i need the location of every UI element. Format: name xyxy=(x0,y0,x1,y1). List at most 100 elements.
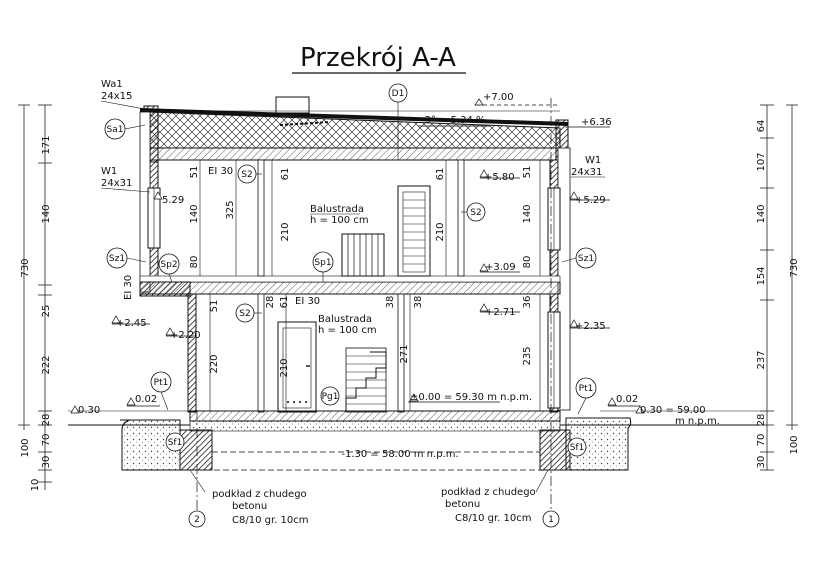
tag-bubbles xyxy=(104,83,597,457)
balustrade-upper-height: h = 100 cm xyxy=(310,215,369,226)
dim-61-u: 61 xyxy=(280,168,291,181)
dim-right-107: 107 xyxy=(756,152,767,171)
level-245: +2.45 xyxy=(116,318,147,329)
inner-dimension-lines xyxy=(199,160,541,411)
exterior-walls xyxy=(139,111,571,413)
tag-sa1: Sa1 xyxy=(107,125,124,135)
tag-sf1-right: Sf1 xyxy=(570,443,585,453)
podklad-left-line2: betonu xyxy=(232,501,267,512)
w1-left-label: W1 xyxy=(101,166,117,177)
dim-140-ur: 140 xyxy=(522,204,533,223)
dim-235: 235 xyxy=(522,346,533,365)
dim-right-64: 64 xyxy=(756,120,767,133)
dim-left-171: 171 xyxy=(41,135,52,154)
tag-d1: D1 xyxy=(392,89,405,99)
tag-s2-upper-left: S2 xyxy=(241,170,252,180)
left-dimension-values: 171 140 730 25 222 28 70 100 30 10 xyxy=(20,135,52,491)
podklad-right-line3: C8/10 gr. 10cm xyxy=(455,513,531,524)
roof-membrane xyxy=(140,108,568,126)
dim-51-ll: 51 xyxy=(209,300,220,313)
level-030-left: 0.30 xyxy=(78,405,100,416)
w1-left-leader xyxy=(100,187,151,193)
section-title: Przekrój A-A xyxy=(300,43,456,73)
tag-pg1: Pg1 xyxy=(322,392,339,402)
roof-slope-label: 3° = 5.34 % xyxy=(424,115,485,126)
dim-38-b: 38 xyxy=(413,296,424,309)
dim-right-28: 28 xyxy=(756,414,767,427)
balustrade-lower-height: h = 100 cm xyxy=(318,325,377,336)
tag-s2-upper-right: S2 xyxy=(470,208,481,218)
ei30-lower: EI 30 xyxy=(295,296,320,307)
podklad-left-leader xyxy=(189,469,206,493)
level-ridge-text: +7.00 xyxy=(483,92,514,103)
dim-right-140: 140 xyxy=(756,204,767,223)
tag-sp2: Sp2 xyxy=(160,260,177,270)
level-marker-ridge xyxy=(474,98,560,106)
wa1-leader xyxy=(100,100,151,111)
dim-left-10: 10 xyxy=(30,479,41,492)
dim-220: 220 xyxy=(209,354,220,373)
dim-left-730: 730 xyxy=(20,258,31,277)
level-markers xyxy=(70,169,645,414)
dim-38: 38 xyxy=(385,296,396,309)
level-235: +2.35 xyxy=(575,321,606,332)
bubble-sf1-left xyxy=(165,432,185,452)
wa1-size: 24x15 xyxy=(101,91,132,102)
tag-sf1-left: Sf1 xyxy=(168,438,183,448)
podklad-right-line1: podkład z chudego xyxy=(441,487,536,498)
door-lower xyxy=(277,321,317,413)
dim-210-u: 210 xyxy=(280,222,291,241)
dim-80-ul: 80 xyxy=(189,256,200,269)
dim-left-30: 30 xyxy=(41,456,52,469)
dim-325: 325 xyxy=(225,200,236,219)
dim-28: 28 xyxy=(265,296,276,309)
dim-right-730: 730 xyxy=(789,258,800,277)
roof-structure xyxy=(140,96,569,163)
balustrade-lower-label: Balustrada xyxy=(318,314,372,325)
dim-left-70: 70 xyxy=(41,434,52,447)
footing-right xyxy=(539,429,571,471)
tag-sz1-right: Sz1 xyxy=(578,254,594,264)
level-580: +5.80 xyxy=(484,172,515,183)
level-271: +2.71 xyxy=(485,307,516,318)
podklad-left-line1: podkład z chudego xyxy=(212,489,307,500)
roof-ridge-marker xyxy=(279,121,331,126)
level-002-left: 0.02 xyxy=(135,394,157,405)
axis-1-bubble xyxy=(542,510,560,528)
ceiling-slab xyxy=(149,147,561,161)
dim-61-ur: 61 xyxy=(435,168,446,181)
dim-left-25: 25 xyxy=(41,305,52,318)
dim-80-ur: 80 xyxy=(522,256,533,269)
axis-lines xyxy=(196,98,552,512)
tag-pt1-right: Pt1 xyxy=(579,384,594,394)
dim-right-30: 30 xyxy=(756,456,767,469)
dim-right-154: 154 xyxy=(756,266,767,285)
bubble-pg1 xyxy=(320,386,340,406)
dim-right-237: 237 xyxy=(756,350,767,369)
level-foundation: -1.30 = 58.00 m n.p.m. xyxy=(341,449,458,460)
footing-left xyxy=(179,429,213,471)
right-dimension-chain xyxy=(760,104,798,471)
ei30-upper: EI 30 xyxy=(208,166,233,177)
level-309: +3.09 xyxy=(485,262,516,273)
dim-right-70: 70 xyxy=(756,434,767,447)
axis-1-label: 1 xyxy=(548,515,554,525)
level-eave-text: +6.36 xyxy=(581,117,612,128)
wall-left-lower xyxy=(187,293,197,413)
podklad-right-line2: betonu xyxy=(445,499,480,510)
tag-sp1: Sp1 xyxy=(314,258,331,268)
balustrade-upper-label: Balustrada xyxy=(310,204,364,215)
w1-left-size: 24x31 xyxy=(101,178,132,189)
terrace-right xyxy=(565,417,632,471)
terrace-left xyxy=(120,419,181,471)
door-upper xyxy=(397,185,431,277)
roof-vent xyxy=(275,96,310,114)
dim-271: 271 xyxy=(399,344,410,363)
left-dimension-chain xyxy=(18,104,52,490)
balustrade-upper xyxy=(341,233,385,277)
ei30-left: EI 30 xyxy=(123,275,134,300)
foundation-blinding xyxy=(211,451,541,471)
level-002-right: 0.02 xyxy=(616,394,638,405)
